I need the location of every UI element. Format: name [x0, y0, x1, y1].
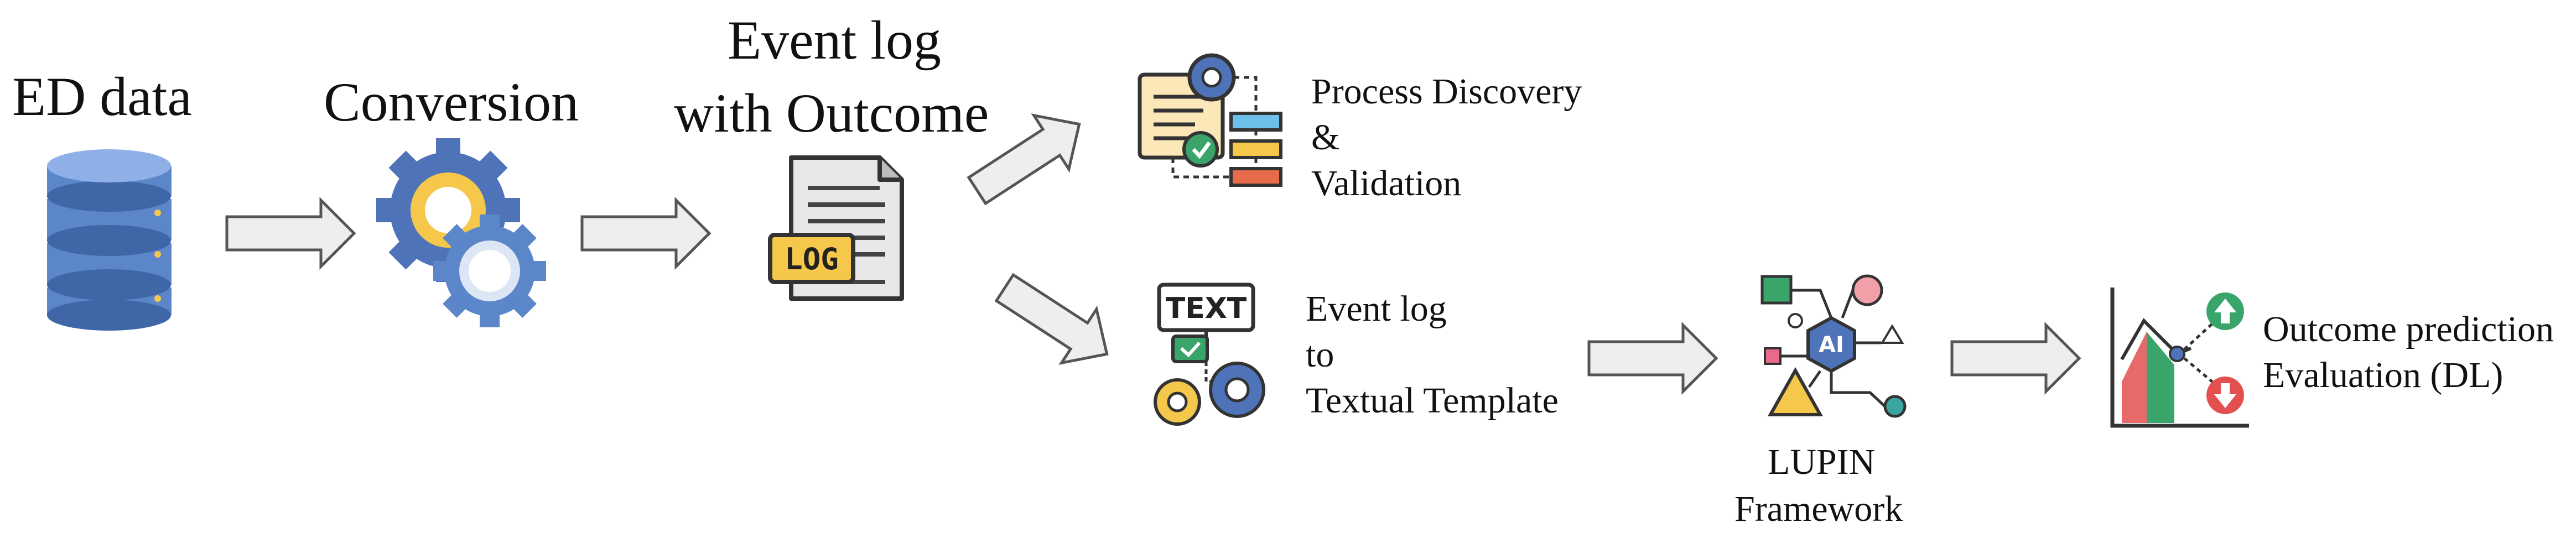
gears-icon [376, 138, 546, 327]
process-discovery-line3: Validation [1311, 163, 1462, 203]
process-discovery-line2: & [1311, 117, 1340, 158]
log-badge-text: LOG [785, 242, 839, 276]
text-template-icon: TEXT [1154, 283, 1265, 426]
outcome-line2: Evaluation (DL) [2263, 355, 2504, 395]
arrow-ed-to-conversion [225, 196, 356, 270]
ai-network-icon: AI [1760, 274, 1907, 418]
arrow-log-to-discovery [967, 113, 1081, 206]
text-badge-text: TEXT [1166, 292, 1247, 325]
event-log-label-line2: with Outcome [674, 82, 989, 144]
lupin-line1: LUPIN [1768, 442, 1876, 482]
ai-badge-text: AI [1819, 332, 1844, 358]
process-discovery-icon [1138, 53, 1282, 187]
event-log-text-line2: to [1306, 335, 1334, 375]
arrow-conversion-to-log [580, 196, 711, 270]
ed-data-label: ED data [12, 66, 192, 127]
lupin-line2: Framework [1734, 489, 1903, 529]
event-log-text-line3: Textual Template [1306, 380, 1559, 421]
process-discovery-line1: Process Discovery [1311, 71, 1582, 112]
conversion-label: Conversion [324, 71, 579, 133]
arrow-log-to-text [994, 273, 1109, 365]
event-log-label-line1: Event log [728, 9, 942, 71]
database-icon [47, 149, 172, 331]
event-log-text-line1: Event log [1306, 289, 1447, 329]
outcome-line1: Outcome prediction [2263, 309, 2554, 349]
arrow-lupin-to-outcome [1950, 321, 2081, 395]
arrow-text-to-lupin [1587, 321, 1718, 395]
outcome-chart-icon [2110, 288, 2249, 428]
log-document-icon: LOG [768, 155, 904, 301]
